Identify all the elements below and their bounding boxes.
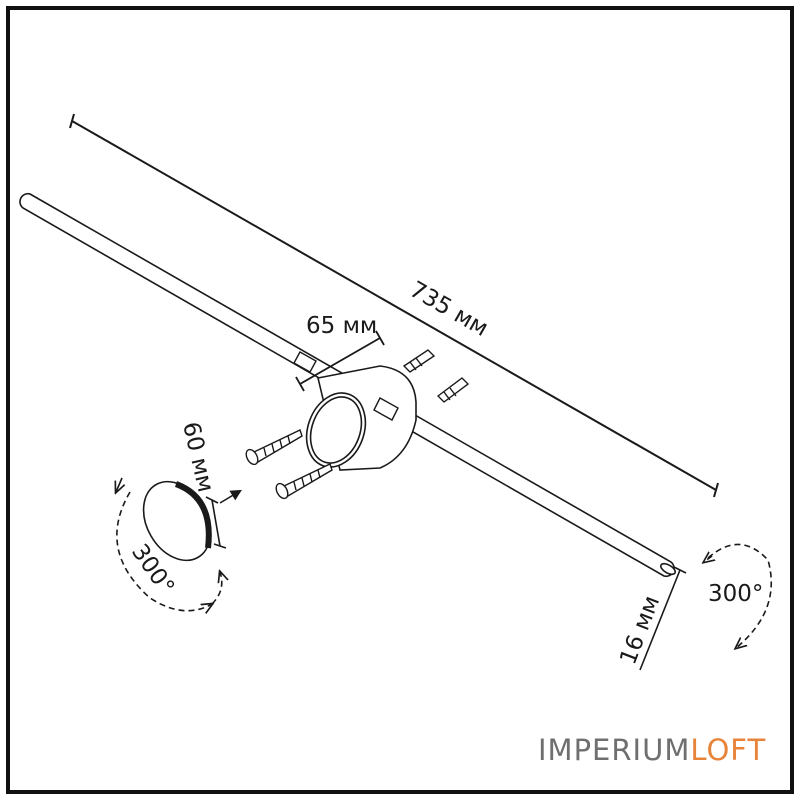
- length-dimension-line: [69, 113, 719, 498]
- end-cap-disc: [142, 480, 212, 562]
- tube-diameter-dimension: [639, 566, 687, 671]
- mounting-screw: [245, 429, 333, 500]
- tube-connector: [293, 351, 399, 421]
- tube-diameter-label: 16 мм: [615, 592, 665, 668]
- length-label: 735 мм: [405, 277, 492, 342]
- brand-name-part1: IMPERIUM: [538, 733, 691, 767]
- brand-logo: IMPERIUMLOFT: [538, 733, 766, 767]
- base-width-dimension: [295, 330, 385, 392]
- disc-diameter-label: 60 мм: [177, 420, 218, 495]
- rotation-label-right: 300°: [708, 581, 763, 607]
- mounting-base: [305, 365, 417, 471]
- wall-plug: [402, 349, 470, 403]
- rotation-arrow-left-head: [116, 477, 122, 492]
- rotation-arrow-left: [116, 491, 222, 611]
- rotation-arrow-right: [704, 543, 772, 648]
- brand-name-part2: LOFT: [690, 733, 767, 767]
- base-width-label: 65 мм: [306, 313, 377, 339]
- disc-diameter-dimension: [205, 489, 242, 549]
